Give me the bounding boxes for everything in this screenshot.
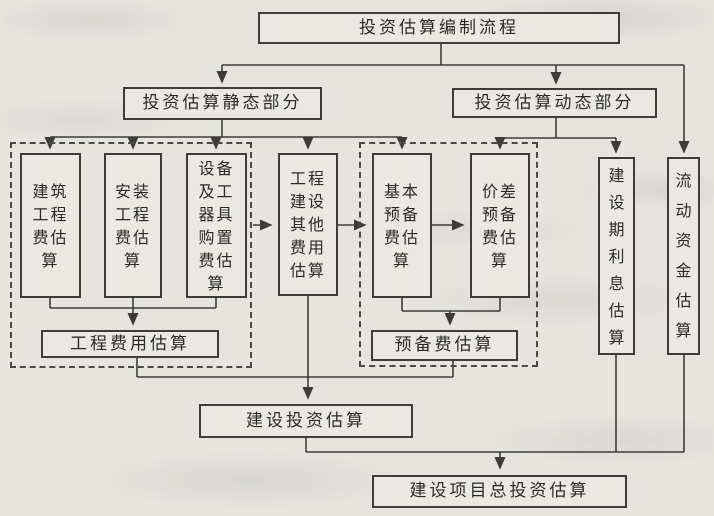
node-installation-cost: 安装 工程 费估 算 bbox=[104, 153, 162, 298]
node-basic-reserve-label: 基本 预备 费估 算 bbox=[383, 181, 420, 270]
node-equipment-cost: 设备 及工 器具 购置 费估 算 bbox=[186, 153, 247, 298]
node-other-construction-cost-label: 工程 建设 其他 费用 估算 bbox=[289, 169, 326, 280]
node-working-capital: 流 动 资 金 估 算 bbox=[667, 157, 700, 355]
node-title: 投资估算编制流程 bbox=[258, 12, 620, 44]
node-building-cost: 建筑 工程 费估 算 bbox=[20, 153, 81, 298]
node-title-label: 投资估算编制流程 bbox=[359, 17, 519, 38]
node-basic-reserve: 基本 预备 费估 算 bbox=[372, 153, 432, 298]
node-static-part: 投资估算静态部分 bbox=[123, 87, 322, 120]
node-engineering-cost-label: 工程费用估算 bbox=[70, 333, 190, 354]
node-reserve-cost: 预备费估算 bbox=[371, 330, 518, 361]
node-price-diff-reserve: 价差 预备 费估 算 bbox=[470, 153, 530, 298]
node-construction-investment-label: 建设投资估算 bbox=[246, 410, 366, 431]
engineering-fees-group-outline bbox=[10, 142, 252, 368]
node-reserve-cost-label: 预备费估算 bbox=[394, 335, 495, 355]
node-construction-investment: 建设投资估算 bbox=[199, 404, 413, 438]
node-total-investment-label: 建设项目总投资估算 bbox=[409, 481, 590, 501]
node-price-diff-reserve-label: 价差 预备 费估 算 bbox=[481, 181, 518, 270]
reserve-fees-group-outline bbox=[359, 142, 538, 367]
node-building-cost-label: 建筑 工程 费估 算 bbox=[32, 181, 69, 270]
node-static-part-label: 投资估算静态部分 bbox=[142, 93, 303, 113]
node-other-construction-cost: 工程 建设 其他 费用 估算 bbox=[278, 153, 338, 296]
node-total-investment: 建设项目总投资估算 bbox=[372, 475, 627, 508]
node-dynamic-part-label: 投资估算动态部分 bbox=[474, 92, 635, 113]
node-engineering-cost: 工程费用估算 bbox=[41, 330, 219, 358]
node-construction-interest: 建 设 期 利 息 估 算 bbox=[598, 157, 635, 355]
node-construction-interest-label: 建 设 期 利 息 估 算 bbox=[608, 165, 625, 347]
node-dynamic-part: 投资估算动态部分 bbox=[452, 88, 657, 118]
node-installation-cost-label: 安装 工程 费估 算 bbox=[114, 181, 151, 270]
node-working-capital-label: 流 动 资 金 估 算 bbox=[675, 171, 692, 340]
node-equipment-cost-label: 设备 及工 器具 购置 费估 算 bbox=[198, 158, 235, 293]
